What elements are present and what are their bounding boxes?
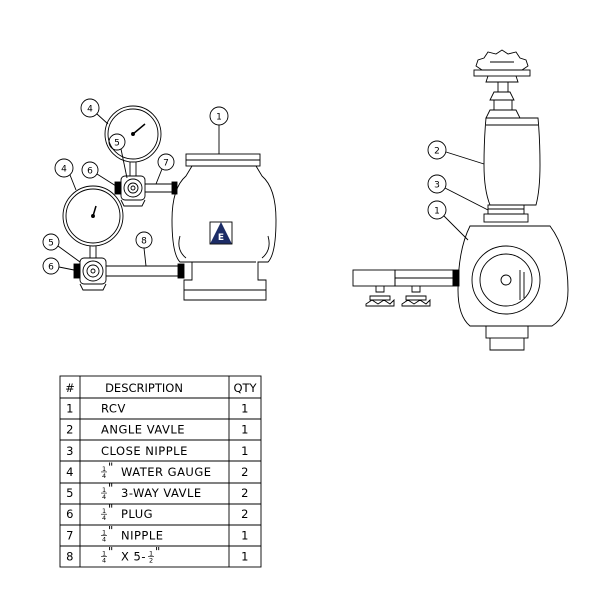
table-row-7-fraction: 14" [101,523,114,543]
table-row-8-qty: 1 [241,549,249,563]
table-row-1-number: 1 [66,402,74,416]
table-row-2-description: ANGLE VAVLE [101,423,185,437]
svg-text:": " [108,460,114,474]
table-row-2-number: 2 [66,423,74,437]
side-view [352,49,569,351]
svg-text:1: 1 [102,486,106,494]
svg-text:2: 2 [149,556,153,564]
callouts: 1 4 5 6 7 4 5 6 8 2 3 1 [42,98,489,275]
side-gauge-piping [352,269,460,287]
svg-text:": " [108,523,114,537]
svg-text:4: 4 [102,514,106,522]
table-row-4-description: WATER GAUGE [121,465,212,479]
angle-valve-bonnet [485,81,521,119]
callout-4-upper: 4 [87,105,93,115]
upper-water-gauge [104,105,162,176]
table-row-6-fraction: 14" [101,502,114,522]
table-row-5-number: 5 [66,486,74,500]
table-row-5-description: 3-WAY VAVLE [121,486,202,500]
table-row-3-qty: 1 [241,444,249,458]
svg-text:1: 1 [102,528,106,536]
table-row-7-description: NIPPLE [121,528,164,542]
callout-7: 7 [163,159,169,169]
svg-text:": " [108,502,114,516]
nipple-7 [145,181,178,195]
table-row-4-qty: 2 [241,465,249,479]
callout-6-upper: 6 [87,167,93,177]
svg-text:4: 4 [102,472,106,480]
upper-three-way-valve [114,175,146,207]
table-row-3-description: CLOSE NIPPLE [101,444,188,458]
table-row-4-number: 4 [66,465,74,479]
svg-text:4: 4 [102,556,106,564]
rcv-side [457,225,569,351]
svg-text:1: 1 [102,465,106,473]
svg-text:": " [108,481,114,495]
table-header-qty: QTY [233,381,257,395]
table-row-1-description: RCV [101,402,126,416]
callout-1-front: 1 [216,113,222,123]
svg-text:": " [108,544,114,558]
pipe-8 [106,263,185,279]
table-row-6-qty: 2 [241,507,249,521]
table-row-5-fraction: 14" [101,481,114,501]
table-row-5-qty: 2 [241,486,249,500]
svg-text:4: 4 [102,493,106,501]
close-nipple [483,204,529,223]
lower-water-gauge [62,185,124,258]
svg-text:4: 4 [102,535,106,543]
front-view: E [62,105,277,301]
table-row-1-qty: 1 [241,402,249,416]
handwheel [473,49,531,83]
callout-8: 8 [141,237,147,247]
callout-3: 3 [434,181,440,191]
svg-text:1: 1 [102,507,106,515]
table-header-description: DESCRIPTION [105,381,183,395]
table-row-6-description: PLUG [121,507,153,521]
callout-1-side: 1 [434,207,440,217]
svg-text:1: 1 [149,549,153,557]
table-row-7-qty: 1 [241,528,249,542]
svg-text:": " [155,544,161,558]
lower-three-way-valve [73,257,107,291]
callout-4-lower: 4 [61,165,67,175]
side-valve-handles [365,286,431,307]
table-row-8-fraction: 14" [101,544,114,564]
table-header-number: # [65,381,75,395]
callout-6-lower: 6 [48,263,54,273]
callout-5-upper: 5 [114,139,120,149]
callout-2: 2 [434,147,440,157]
rcv-body: E [171,153,277,301]
angle-valve-body [483,117,541,206]
callout-5-lower: 5 [48,239,54,249]
table-row-8-description: X 5- [121,549,146,563]
table-row-6-number: 6 [66,507,74,521]
table-row-2-qty: 1 [241,423,249,437]
table-row-3-number: 3 [66,444,74,458]
table-row-4-fraction: 14" [101,460,114,480]
valve-badge-letter: E [218,233,224,243]
table-row-7-number: 7 [66,528,74,542]
table-row-8-suffix-fraction: 12" [148,544,161,564]
svg-text:1: 1 [102,549,106,557]
table-row-8-number: 8 [66,549,74,563]
